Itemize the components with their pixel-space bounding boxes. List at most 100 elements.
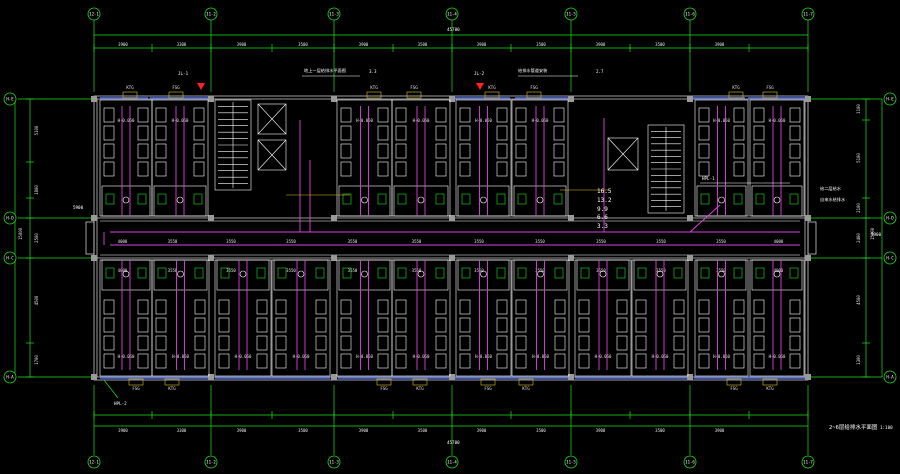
bed [435, 335, 447, 351]
bed [103, 107, 115, 123]
floor-drain [176, 196, 184, 204]
bed [459, 107, 471, 123]
bed [789, 353, 801, 369]
dim-label-left: 1800 [34, 185, 39, 195]
dim-label-bottom: 3900 [118, 428, 128, 433]
bed [515, 353, 527, 369]
column [568, 374, 574, 380]
axis-label-left: H-E [6, 97, 14, 102]
axis-bubble-top [327, 7, 341, 21]
total-dim-bottom: 45700 [447, 440, 460, 445]
bed [698, 317, 710, 333]
bed [340, 161, 352, 177]
bed [616, 317, 628, 333]
bed [578, 299, 590, 315]
bed [256, 353, 268, 369]
bed [340, 299, 352, 315]
bed [496, 335, 508, 351]
tag-bottom: KTG [168, 386, 176, 391]
elevator-x [257, 103, 287, 135]
fixture [435, 267, 445, 279]
axis-bubble-right [883, 251, 897, 265]
axis-label-bottom: 11-3 [329, 460, 339, 465]
bed [340, 107, 352, 123]
fixture [435, 193, 445, 205]
column [331, 255, 337, 261]
bed [137, 299, 149, 315]
fixture [553, 193, 563, 205]
bathroom [216, 259, 270, 291]
dim-label-top: 3900 [596, 42, 606, 47]
bathroom [393, 259, 449, 291]
bed [315, 299, 327, 315]
stair [647, 124, 685, 214]
ac-unit [762, 378, 778, 386]
bed [635, 353, 647, 369]
floor-level-label: H-0.050 [235, 354, 252, 359]
dim-label-left: 2500 [34, 233, 39, 243]
bed [789, 143, 801, 159]
bed [553, 107, 565, 123]
drawing-title: 2~6层给排水平面图 [829, 423, 878, 431]
column [687, 374, 693, 380]
dim-label-top: 3900 [118, 42, 128, 47]
red-marker [197, 83, 205, 90]
note-right-2: 自来水给排水 [820, 196, 846, 203]
bed [315, 353, 327, 369]
bed [256, 335, 268, 351]
level-label: 16.5 [597, 188, 612, 195]
bed [275, 299, 287, 315]
fixture [496, 267, 506, 279]
right-side-note: 5900 [871, 232, 882, 237]
fixture [137, 267, 147, 279]
dim-label-bottom: 3900 [237, 428, 247, 433]
column [331, 374, 337, 380]
floor-drain [599, 270, 607, 278]
corridor-dim-label: 3550 [596, 239, 606, 244]
bed [515, 143, 527, 159]
bed [554, 317, 566, 333]
floor-drain [417, 270, 425, 278]
floor-drain [417, 196, 425, 204]
ac-unit [164, 378, 180, 386]
tag-top: FSG [530, 85, 538, 90]
dim-label-left: 5100 [34, 125, 39, 135]
fixture [137, 193, 147, 205]
bed [395, 125, 407, 141]
bed [218, 353, 230, 369]
column [449, 255, 455, 261]
bed [515, 107, 527, 123]
bed [496, 107, 508, 123]
building-frame [85, 95, 817, 381]
bed [103, 161, 115, 177]
bed [554, 353, 566, 369]
tag-bottom: KTG [416, 386, 424, 391]
bed [194, 317, 206, 333]
ac-unit [412, 378, 428, 386]
elevator [607, 137, 639, 171]
bed [733, 299, 745, 315]
bed [194, 299, 206, 315]
bed [275, 353, 287, 369]
floor-drain [537, 270, 544, 278]
bed [459, 299, 471, 315]
end-bay-right [807, 221, 817, 255]
axis-bubble-left [3, 251, 17, 265]
axis-bubble-right [883, 370, 897, 384]
bed [789, 317, 801, 333]
axis-label-right: H-D [886, 216, 894, 221]
fixture [700, 193, 710, 205]
bed [753, 107, 765, 123]
axis-bubble-bottom [801, 455, 815, 469]
fixture [517, 193, 527, 205]
bathroom [101, 185, 151, 217]
bed [377, 161, 389, 177]
dim-label-bottom: 3900 [715, 428, 725, 433]
fixture [105, 267, 115, 279]
bed [435, 143, 447, 159]
bed [459, 161, 471, 177]
dim-label-right: 2400 [856, 233, 861, 243]
bed [554, 335, 566, 351]
bed [753, 143, 765, 159]
